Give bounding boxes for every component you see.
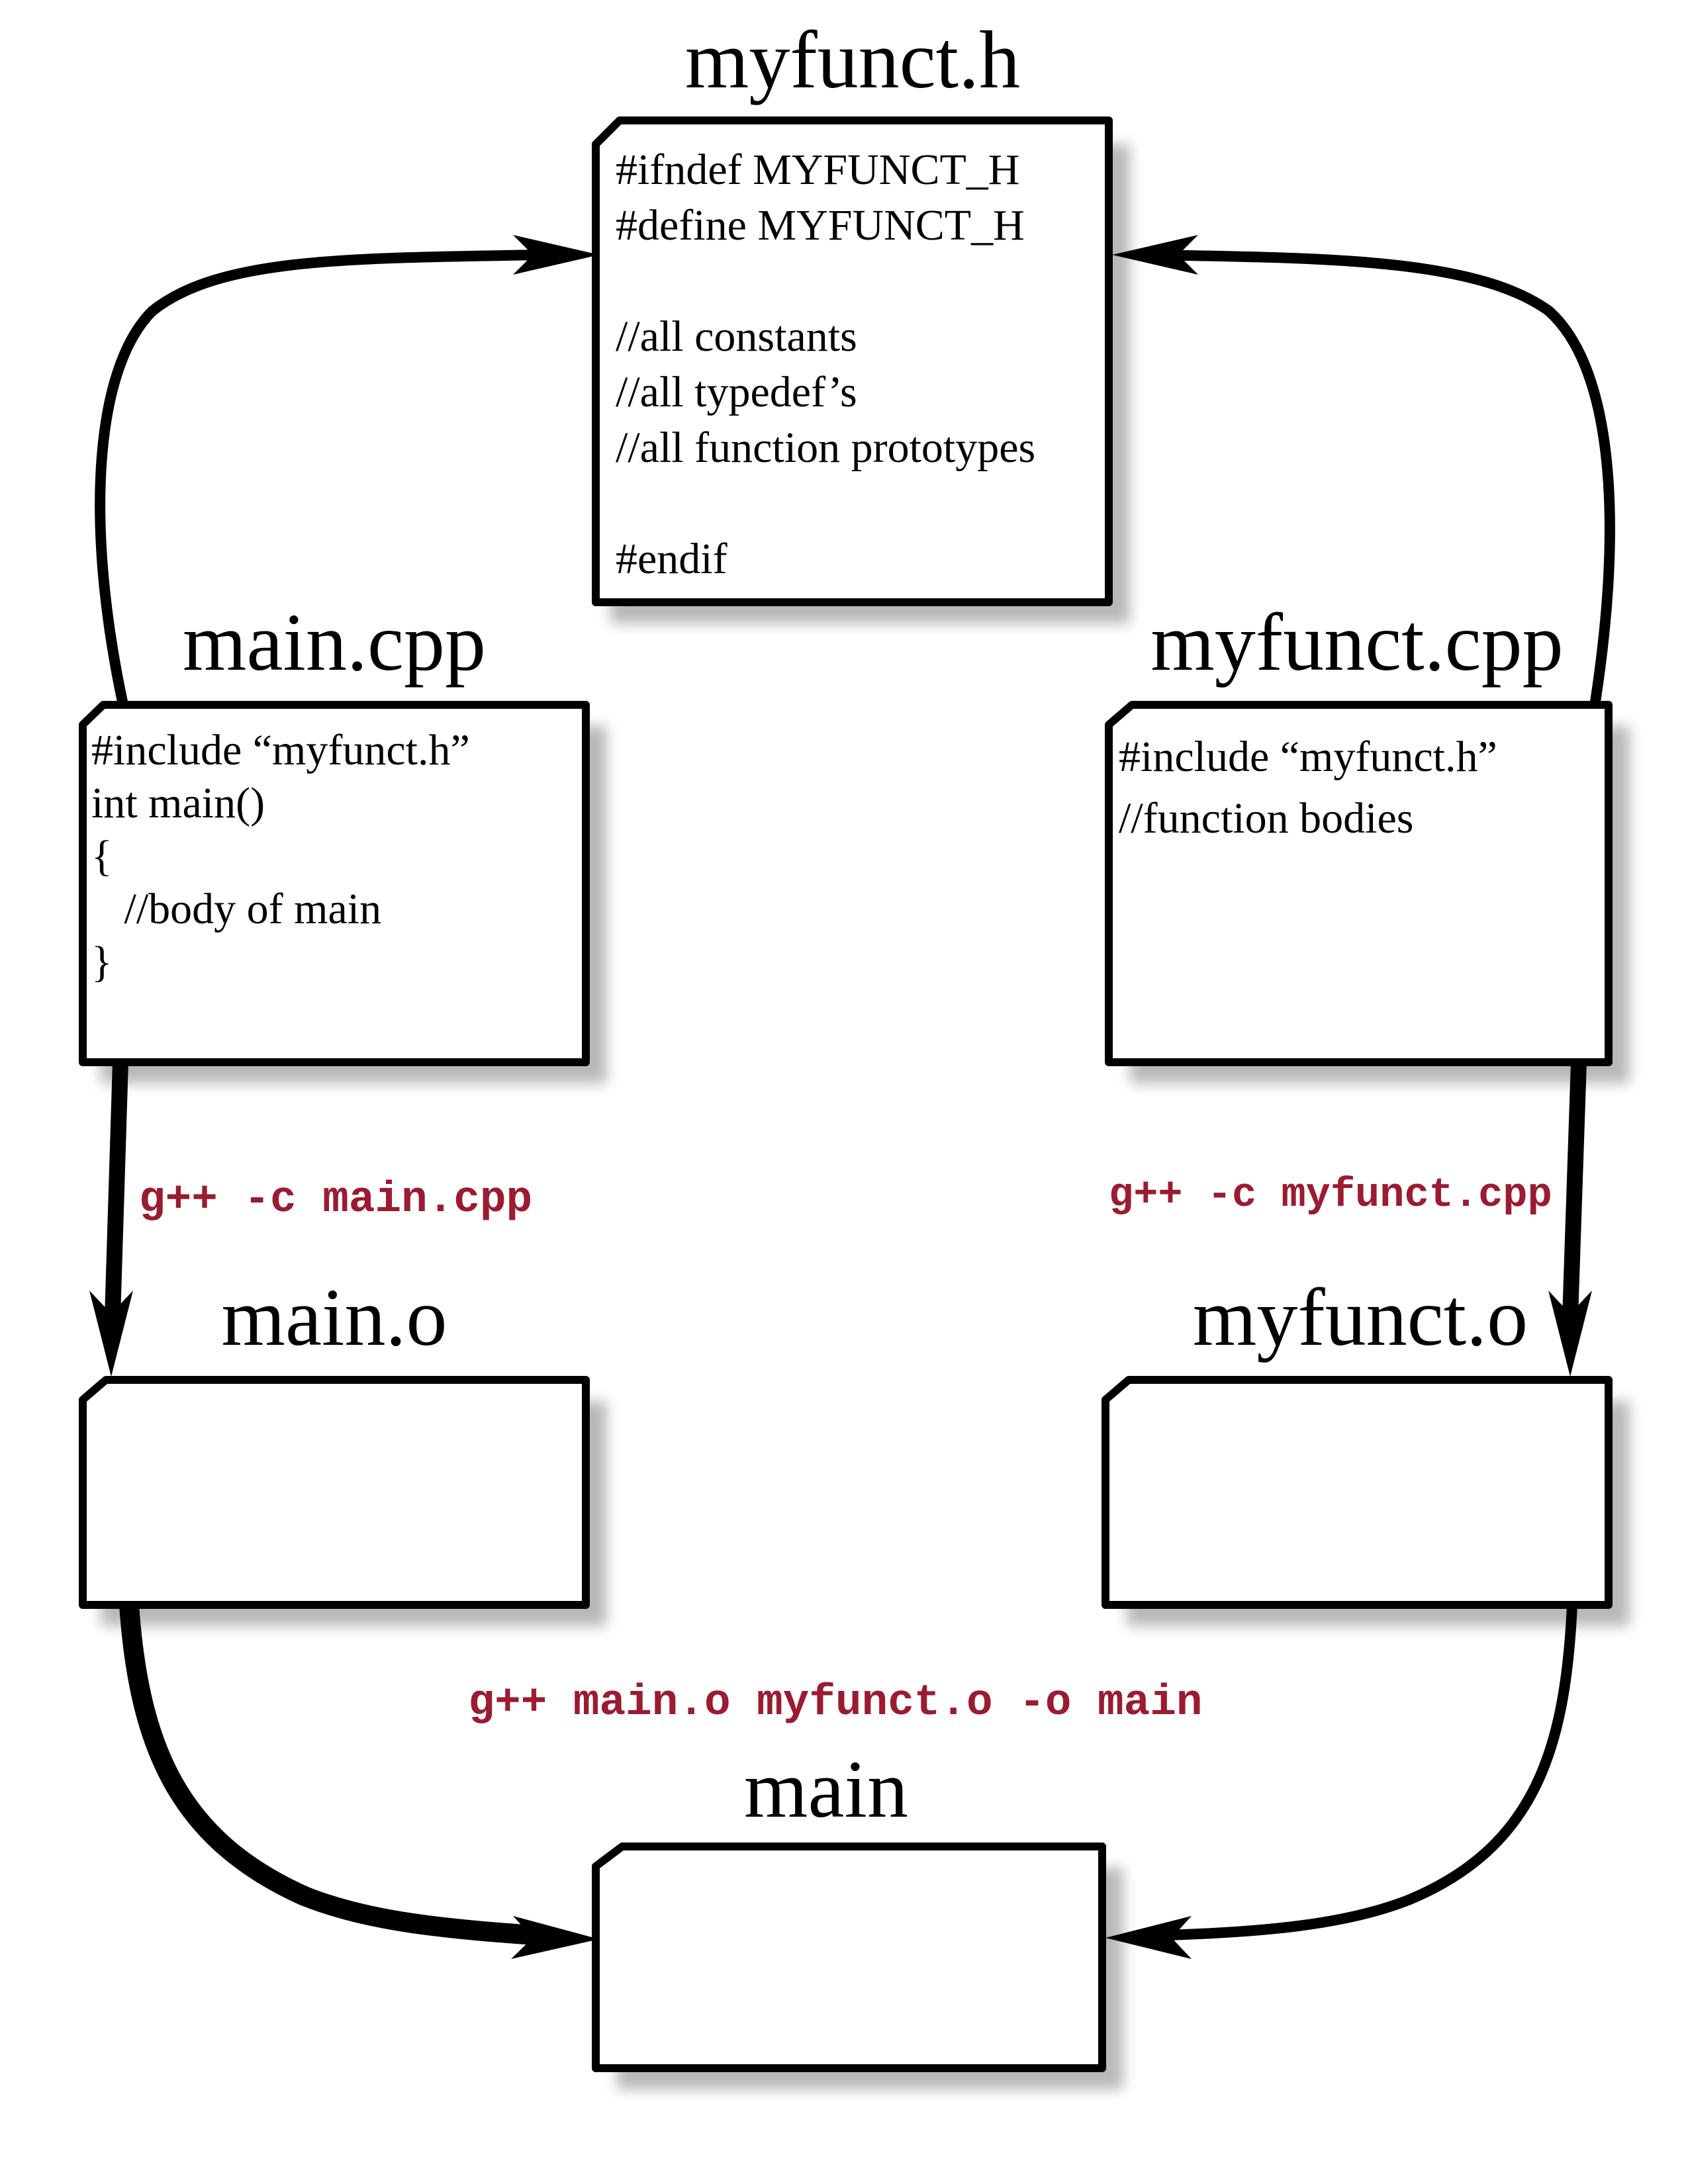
file-main-executable: main <box>592 1744 1123 2089</box>
arrow-main-o-to-main <box>119 1595 553 1946</box>
arrowhead-myfunct-cpp-to-header <box>1112 235 1198 275</box>
myfunct-cpp-code-line-1: #include “myfunct.h” <box>1119 733 1497 781</box>
arrow-myfunct-cpp-to-header <box>1147 250 1615 707</box>
file-box-myfunct-o <box>1102 1376 1613 1609</box>
file-title-main-cpp: main.cpp <box>183 597 486 688</box>
arrow-main-cpp-to-main-o <box>105 1054 128 1325</box>
arrowhead-myfunct-cpp-to-myfunct-o <box>1548 1291 1592 1377</box>
file-myfunct-cpp: myfunct.cpp #include “myfunct.h” //funct… <box>1105 597 1630 1083</box>
file-box-main <box>592 1843 1106 2072</box>
file-title-myfunct-h: myfunct.h <box>685 15 1020 105</box>
file-title-main: main <box>744 1744 908 1835</box>
file-box-myfunct-h <box>592 116 1113 606</box>
arrow-myfunct-o-to-main <box>1143 1600 1577 1941</box>
main-cpp-code-line-2: int main() <box>91 779 265 827</box>
command-compile-myfunct: g++ -c myfunct.cpp <box>1109 1171 1552 1218</box>
header-code-line-6: //all function prototypes <box>616 424 1035 472</box>
file-title-myfunct-o: myfunct.o <box>1193 1272 1528 1363</box>
arrowhead-main-cpp-to-header <box>513 235 599 275</box>
header-code-line-4: //all constants <box>616 312 857 361</box>
file-box-main-o <box>79 1376 590 1609</box>
arrowhead-main-o-to-main <box>511 1916 599 1959</box>
file-box-myfunct-cpp <box>1105 701 1613 1066</box>
arrowhead-main-cpp-to-main-o <box>89 1291 133 1377</box>
file-title-main-o: main.o <box>222 1272 447 1363</box>
file-myfunct-o: myfunct.o <box>1102 1272 1630 1626</box>
file-box-main-cpp <box>79 701 590 1066</box>
header-code-line-1: #ifndef MYFUNCT_H <box>616 146 1019 194</box>
arrows <box>89 235 1615 1959</box>
arrow-main-cpp-to-header <box>95 250 548 707</box>
arrowhead-myfunct-o-to-main <box>1105 1916 1192 1959</box>
file-title-myfunct-cpp: myfunct.cpp <box>1150 597 1563 688</box>
command-compile-main: g++ -c main.cpp <box>139 1175 532 1224</box>
command-link: g++ main.o myfunct.o -o main <box>469 1678 1203 1727</box>
main-cpp-code-line-1: #include “myfunct.h” <box>91 726 470 774</box>
main-cpp-code-line-5: } <box>91 938 113 986</box>
header-code-line-8: #endif <box>616 535 727 583</box>
main-cpp-code-line-4: //body of main <box>91 885 381 933</box>
file-main-o: main.o <box>79 1272 607 1626</box>
file-main-cpp: main.cpp #include “myfunct.h” int main()… <box>79 597 607 1083</box>
file-myfunct-h: myfunct.h #ifndef MYFUNCT_H #define MYFU… <box>592 15 1130 623</box>
myfunct-cpp-code-line-2: //function bodies <box>1119 794 1413 842</box>
header-code-line-2: #define MYFUNCT_H <box>616 201 1025 250</box>
main-cpp-code-line-3: { <box>91 832 113 880</box>
header-code-line-5: //all typedef’s <box>616 368 857 416</box>
arrow-myfunct-cpp-to-myfunct-o <box>1562 1054 1587 1325</box>
